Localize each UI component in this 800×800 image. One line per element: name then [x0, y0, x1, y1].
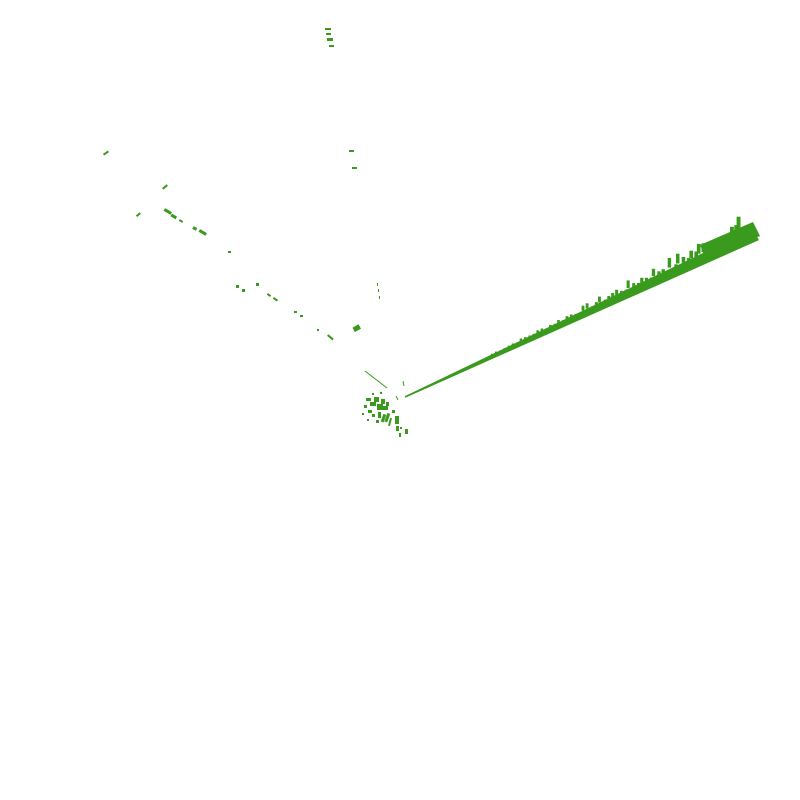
scan-point [696, 243, 701, 254]
scan-point [499, 350, 502, 352]
scan-point [242, 289, 245, 292]
scan-point [681, 257, 686, 263]
scan-point [574, 313, 578, 316]
scan-point [162, 184, 168, 190]
scan-point [495, 351, 498, 354]
scan-point [615, 289, 619, 295]
scan-point [402, 380, 405, 387]
scan-point [649, 277, 653, 280]
scan-point [594, 302, 598, 306]
scan-point [503, 348, 506, 350]
scan-point [651, 268, 656, 277]
scan-point [686, 258, 691, 262]
scan-point [524, 337, 527, 340]
scan-point [603, 299, 607, 302]
scan-point [578, 312, 582, 314]
scan-point [661, 269, 665, 274]
scan-point [545, 328, 548, 330]
scan-point [689, 250, 693, 259]
scan-point [378, 289, 379, 292]
scan-point [379, 296, 380, 299]
scan-point [170, 213, 178, 220]
scan-point [667, 257, 672, 268]
scan-point [236, 285, 239, 288]
scan-point [536, 330, 539, 334]
scan-point [694, 251, 698, 257]
scan-point [585, 303, 589, 309]
scan-point [624, 289, 628, 292]
scan-point [666, 270, 670, 272]
scan-point [349, 150, 354, 152]
scan-point [294, 311, 297, 313]
scan-point [676, 253, 680, 264]
scan-point [352, 324, 361, 333]
scan-point [507, 345, 510, 348]
scan-point [581, 305, 585, 311]
scan-point [569, 314, 573, 318]
scan-point [553, 323, 557, 326]
scan-point [102, 150, 110, 156]
scan-point [300, 315, 303, 317]
scan-point [640, 277, 644, 283]
scan-point [395, 395, 399, 401]
scan-point [256, 283, 259, 286]
scan-point [198, 229, 207, 236]
scan-point [516, 342, 519, 344]
scan-point [644, 277, 649, 282]
scan-points [102, 28, 760, 437]
origin-cluster [362, 392, 408, 437]
scan-point [317, 329, 319, 331]
scan-point [266, 293, 272, 297]
scan-point [519, 338, 522, 342]
scan-point [611, 292, 615, 297]
scan-point [674, 264, 678, 268]
scan-point [657, 271, 661, 276]
ray-band [404, 228, 759, 398]
scan-point [352, 167, 357, 169]
scan-point [327, 38, 333, 41]
scan-point [598, 296, 601, 303]
scan-point [562, 320, 565, 322]
scan-point [178, 219, 184, 223]
scan-point [632, 283, 636, 288]
scan-point [511, 343, 514, 346]
scan-point [620, 290, 624, 294]
scan-point [272, 297, 279, 302]
scan-point [490, 353, 493, 356]
scan-point [327, 334, 334, 341]
scan-point [377, 283, 378, 286]
scan-point [163, 208, 172, 215]
scan-point [636, 282, 641, 286]
ray-end-block [700, 222, 760, 258]
scan-point [540, 328, 544, 332]
scan-point [607, 296, 611, 300]
scan-point [549, 324, 552, 328]
scan-point [626, 280, 630, 288]
scan-point [532, 333, 536, 336]
scan-point [325, 28, 331, 30]
scan-point [329, 45, 334, 47]
scan-point [228, 251, 231, 253]
scan-point [736, 216, 741, 233]
scan-point [591, 306, 595, 308]
scan-point [565, 316, 569, 320]
scan-point [135, 212, 141, 218]
scan-point [326, 33, 331, 35]
scan-point [528, 335, 531, 338]
scan-point [364, 370, 388, 389]
scan-point [557, 320, 560, 324]
scan-point [192, 226, 198, 231]
